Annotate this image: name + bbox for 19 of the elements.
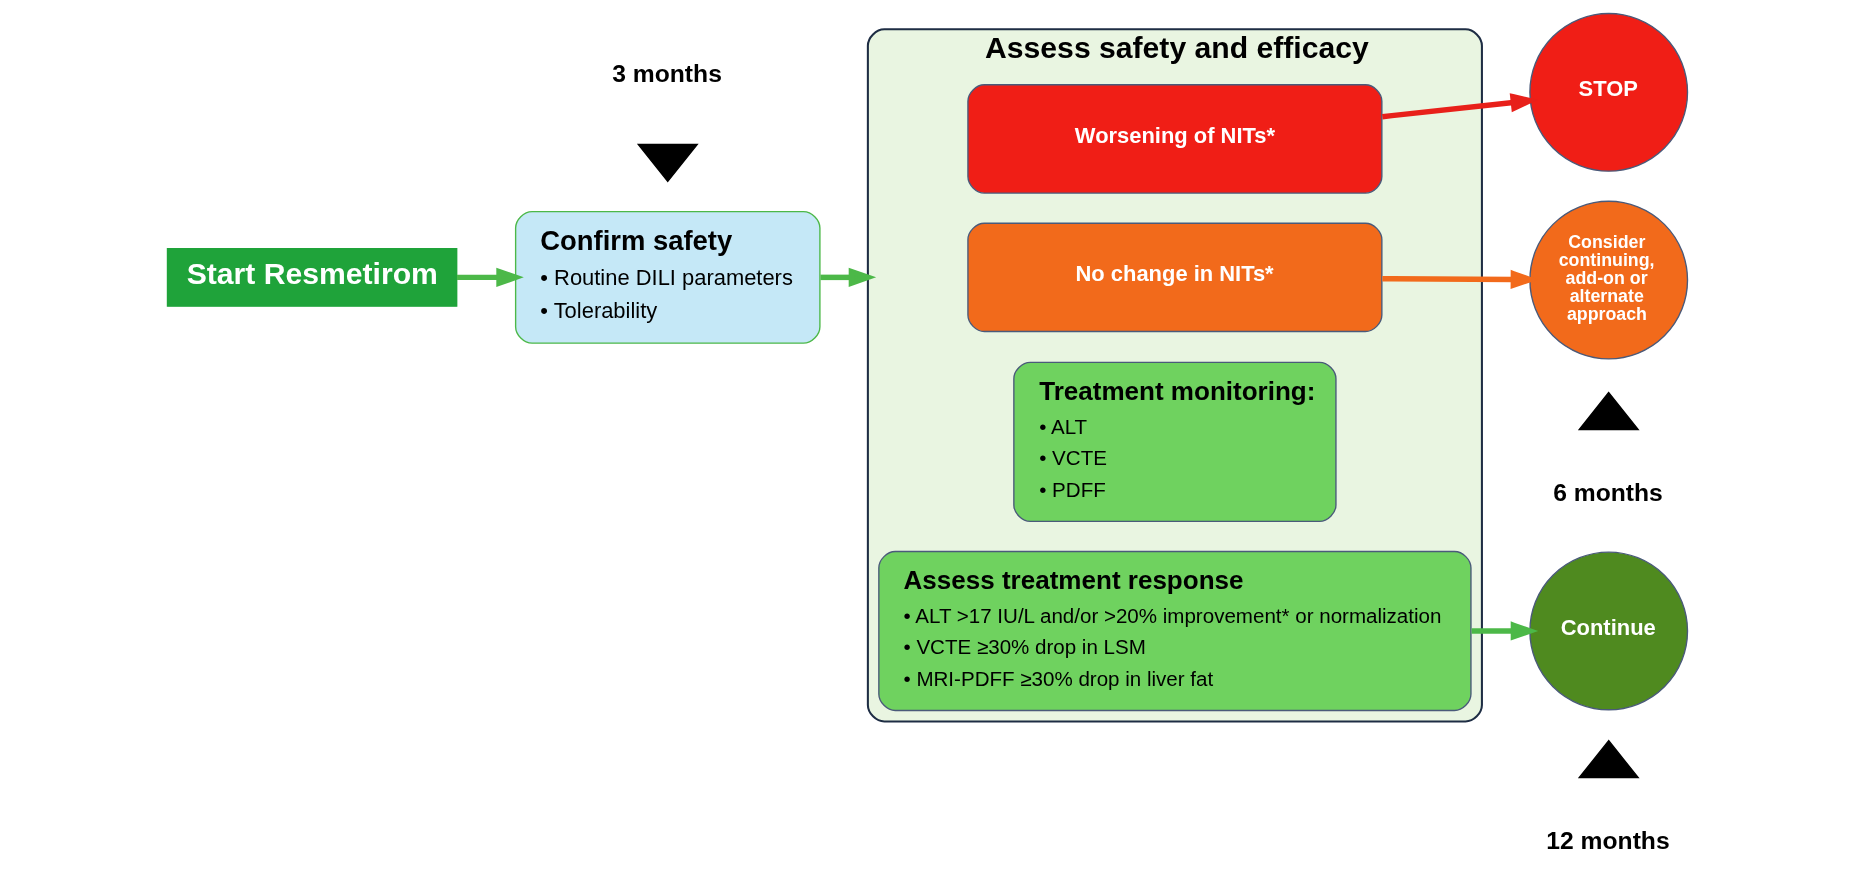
node-label: 3 months [612, 59, 722, 87]
node-box: No change in NITs* [967, 222, 1383, 333]
arrow [820, 267, 877, 287]
node-box: Treatment monitoring: • ALT • VCTE • PDFF [1013, 361, 1337, 523]
arrow [1382, 93, 1539, 120]
arrow [1471, 621, 1539, 641]
node-circle: Consider continuing, add-on or alternate approach [1529, 200, 1689, 360]
node-box: Confirm safety • Routine DILI parameters • Tolerability [514, 210, 821, 344]
node-triangle [1577, 739, 1640, 779]
node-triangle [1577, 391, 1640, 431]
node-label: 12 months [1546, 827, 1670, 855]
arrow [457, 267, 524, 287]
node-label: 6 months [1553, 479, 1663, 507]
node-box: Worsening of NITs* [967, 84, 1383, 194]
node-triangle [636, 143, 699, 183]
node-box: Assess treatment response • ALT >17 IU/L and/or >20% improvement* or normalization • VCTE ≥30% drop in LSM • MRI-PDFF ≥30% drop in liver fat [878, 550, 1472, 712]
node-circle: STOP [1529, 12, 1689, 172]
node-box: Start Resmetirom [166, 247, 458, 307]
node-circle: Continue [1529, 551, 1689, 711]
